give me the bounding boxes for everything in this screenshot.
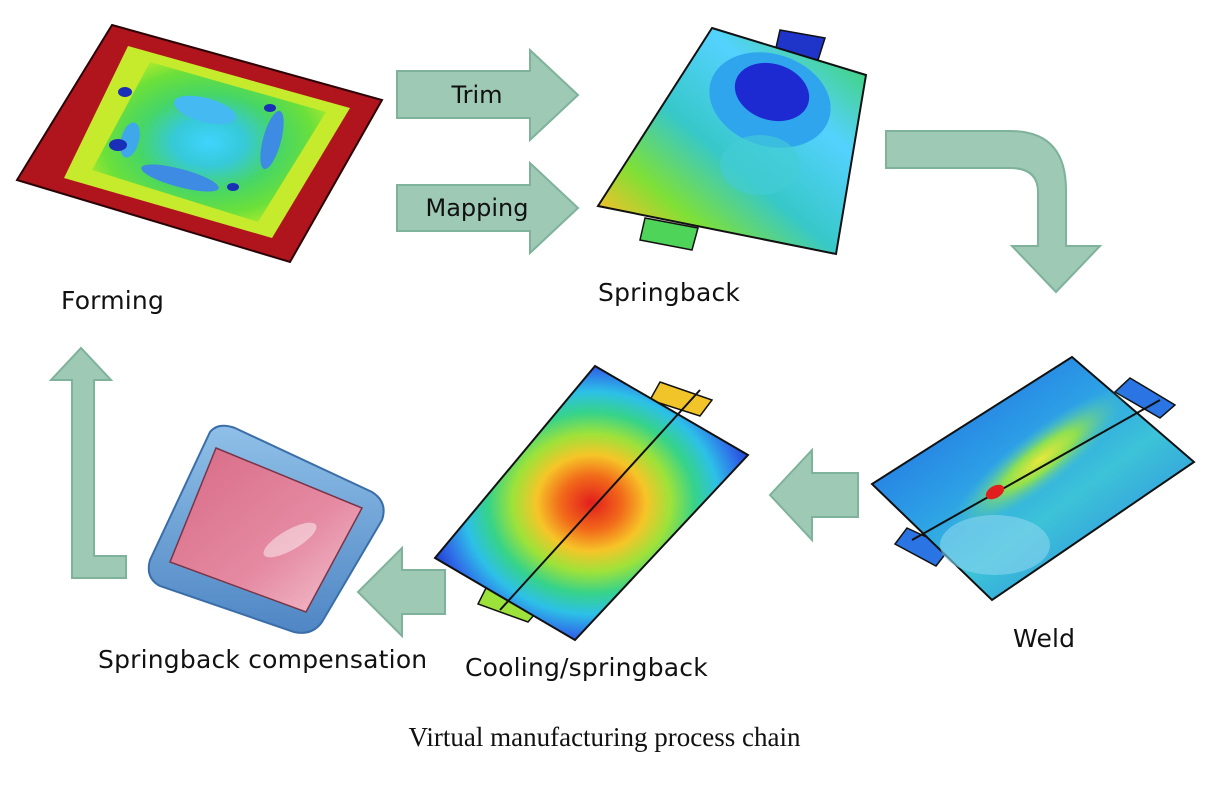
weld-part <box>870 355 1196 602</box>
weld-label: Weld <box>1013 624 1076 653</box>
forming-part <box>15 23 384 264</box>
trim-label: Trim <box>450 81 502 109</box>
mapping-arrow: Mapping <box>396 160 580 256</box>
figure-caption: Virtual manufacturing process chain <box>408 722 801 752</box>
cooling-part <box>433 364 750 642</box>
springback-part <box>596 26 868 256</box>
mapping-label: Mapping <box>426 194 529 222</box>
springback-label: Springback <box>598 278 741 307</box>
left-arrow-weld-to-cooling <box>768 447 859 543</box>
compensation-part <box>147 424 385 634</box>
cooling-springback-label: Cooling/springback <box>465 653 708 682</box>
curved-arrow <box>885 130 1103 294</box>
forming-label: Forming <box>61 286 165 315</box>
up-arrow <box>48 346 127 579</box>
left-arrow-cooling-to-compensation <box>356 545 446 639</box>
trim-arrow: Trim <box>396 47 580 143</box>
springback-compensation-label: Springback compensation <box>98 645 428 674</box>
